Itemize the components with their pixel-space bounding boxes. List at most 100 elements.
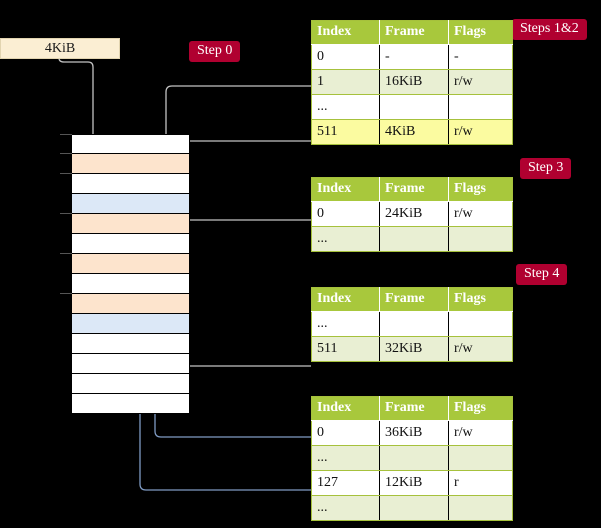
table-cell: r/w — [448, 69, 513, 95]
memory-frame-row — [71, 194, 190, 214]
table-cell: 4KiB — [379, 119, 449, 145]
table-cell: ... — [311, 495, 380, 521]
table-cell: 511 — [311, 119, 380, 145]
table-cell: 0 — [311, 201, 380, 227]
table-cell: r/w — [448, 336, 513, 362]
column-header-index: Index — [311, 177, 380, 202]
column-header-frame: Frame — [379, 396, 449, 421]
memory-frame-row — [71, 314, 190, 334]
memory-frame-tick — [60, 213, 72, 214]
table-cell — [448, 445, 513, 471]
memory-frame-row — [60, 153, 190, 174]
memory-frame-row — [71, 334, 190, 354]
table-cell: ... — [311, 94, 380, 120]
column-header-index: Index — [311, 287, 380, 312]
table-cell: r/w — [448, 201, 513, 227]
step-chip-step3: Step 3 — [520, 158, 572, 179]
table-cell: 1 — [311, 69, 380, 95]
memory-frame-tick — [60, 153, 72, 154]
table-cell: 127 — [311, 470, 380, 496]
memory-frame-row — [60, 253, 190, 274]
column-header-flags: Flags — [448, 20, 513, 45]
memory-frame-row — [60, 213, 190, 234]
column-header-frame: Frame — [379, 20, 449, 45]
table-cell: 0 — [311, 44, 380, 70]
table-row: 0-- — [311, 44, 513, 70]
table-cell: 511 — [311, 336, 380, 362]
memory-frame-row — [71, 374, 190, 394]
table-cell — [448, 94, 513, 120]
table-cell: 32KiB — [379, 336, 449, 362]
table-cell — [448, 311, 513, 337]
table-cell: 24KiB — [379, 201, 449, 227]
table-row: ... — [311, 94, 513, 120]
table-cell: 16KiB — [379, 69, 449, 95]
table-cell — [379, 311, 449, 337]
table-cell: 0 — [311, 420, 380, 446]
column-header-flags: Flags — [448, 396, 513, 421]
wire-pdp-row0-to-memory — [170, 219, 311, 270]
table-cell: r/w — [448, 119, 513, 145]
table-row: ... — [311, 226, 513, 252]
table-cell: - — [448, 44, 513, 70]
physical-memory-column — [60, 134, 190, 414]
column-header-frame: Frame — [379, 177, 449, 202]
column-header-flags: Flags — [448, 287, 513, 312]
memory-frame-tick — [60, 293, 72, 294]
column-header-index: Index — [311, 396, 380, 421]
table-cell — [379, 445, 449, 471]
step-chip-step4: Step 4 — [516, 264, 568, 285]
memory-frame-row — [60, 293, 190, 314]
table-cell — [379, 226, 449, 252]
table-cell: ... — [311, 311, 380, 337]
memory-frame-row — [60, 173, 190, 194]
table-cell: 12KiB — [379, 470, 449, 496]
table-cell — [448, 495, 513, 521]
memory-frame-tick — [60, 253, 72, 254]
table-cell: ... — [311, 226, 380, 252]
memory-frame-tick — [60, 173, 72, 174]
table-cell — [448, 226, 513, 252]
table-cell: 36KiB — [379, 420, 449, 446]
table-row: ... — [311, 445, 513, 471]
table-row: ... — [311, 311, 513, 337]
size-banner-4kib: 4KiB — [0, 38, 120, 59]
table-cell — [379, 94, 449, 120]
table-cell: - — [379, 44, 449, 70]
memory-frame-row — [71, 274, 190, 294]
table-cell — [379, 495, 449, 521]
column-header-flags: Flags — [448, 177, 513, 202]
memory-frame-row — [71, 354, 190, 374]
memory-frame-row — [71, 234, 190, 254]
column-header-index: Index — [311, 20, 380, 45]
memory-frame-row — [71, 394, 190, 414]
step-chip-steps-1-2: Steps 1&2 — [512, 19, 587, 40]
table-row: ... — [311, 495, 513, 521]
step-chip-step0: Step 0 — [189, 41, 241, 62]
column-header-frame: Frame — [379, 287, 449, 312]
memory-frame-row — [60, 134, 190, 154]
table-cell: ... — [311, 445, 380, 471]
table-cell: r — [448, 470, 513, 496]
memory-frame-tick — [60, 134, 72, 135]
table-cell: r/w — [448, 420, 513, 446]
wire-pd-row511-to-memory — [176, 304, 311, 367]
